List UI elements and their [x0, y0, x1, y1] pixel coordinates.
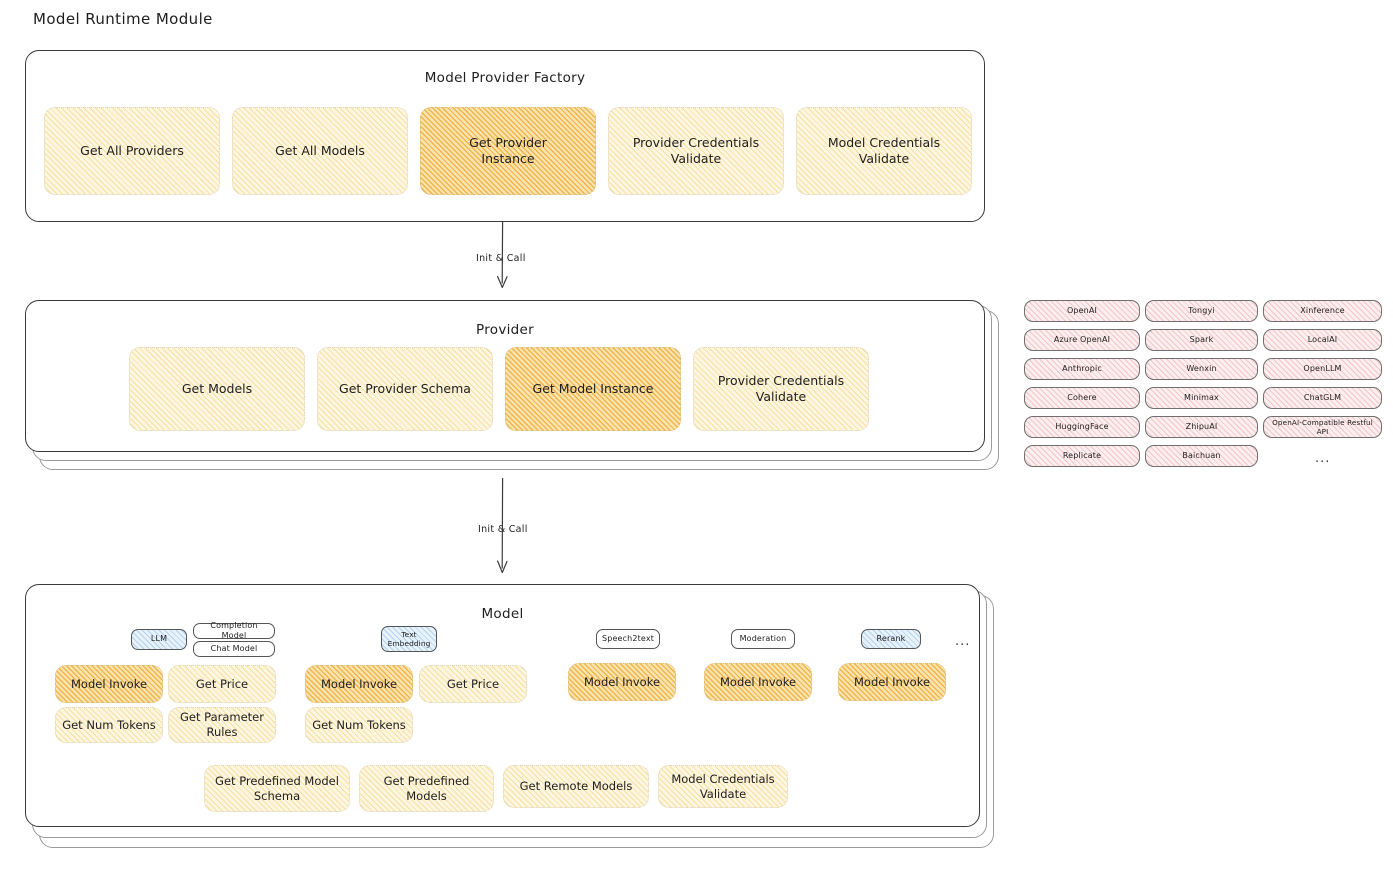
- factory-node-provider-credentials-validate[interactable]: Provider Credentials Validate: [608, 107, 784, 195]
- speech2text-method-model-invoke[interactable]: Model Invoke: [568, 663, 676, 701]
- arrow-label-init-and-call-1: Init & Call: [472, 252, 530, 265]
- model-type-chip-llm[interactable]: LLM: [131, 629, 187, 650]
- provider-node-get-provider-schema[interactable]: Get Provider Schema: [317, 347, 493, 431]
- provider-chip-openllm[interactable]: OpenLLM: [1263, 358, 1382, 380]
- llm-method-get-num-tokens[interactable]: Get Num Tokens: [55, 707, 163, 743]
- provider-chip-openai-compatible-restful-api[interactable]: OpenAI-Compatible Restful API: [1263, 416, 1382, 438]
- model-shared-model-credentials-validate[interactable]: Model Credentials Validate: [658, 765, 788, 808]
- llm-method-get-parameter-rules[interactable]: Get Parameter Rules: [168, 707, 276, 743]
- text-embedding-method-get-price[interactable]: Get Price: [419, 665, 527, 703]
- provider-card: Provider Get Models Get Provider Schema …: [25, 300, 985, 452]
- factory-node-get-all-models[interactable]: Get All Models: [232, 107, 408, 195]
- provider-chip-spark[interactable]: Spark: [1145, 329, 1258, 351]
- text-embedding-method-get-num-tokens[interactable]: Get Num Tokens: [305, 707, 413, 743]
- model-type-chip-speech2text[interactable]: Speech2text: [596, 629, 660, 649]
- llm-method-model-invoke[interactable]: Model Invoke: [55, 665, 163, 703]
- provider-chip-minimax[interactable]: Minimax: [1145, 387, 1258, 409]
- provider-list-more-ellipsis: ...: [1315, 451, 1331, 466]
- model-subtype-chip-chat-model[interactable]: Chat Model: [193, 641, 275, 657]
- model-provider-factory-title: Model Provider Factory: [424, 70, 586, 86]
- provider-chip-localai[interactable]: LocalAI: [1263, 329, 1382, 351]
- provider-node-provider-credentials-validate[interactable]: Provider Credentials Validate: [693, 347, 869, 431]
- model-type-chip-rerank[interactable]: Rerank: [861, 629, 921, 649]
- provider-chip-openai[interactable]: OpenAI: [1024, 300, 1140, 322]
- provider-chip-azure-openai[interactable]: Azure OpenAI: [1024, 329, 1140, 351]
- provider-chip-chatglm[interactable]: ChatGLM: [1263, 387, 1382, 409]
- provider-title: Provider: [476, 322, 534, 338]
- provider-chip-replicate[interactable]: Replicate: [1024, 445, 1140, 467]
- model-types-more-ellipsis: ...: [955, 634, 971, 649]
- provider-chip-huggingface[interactable]: HuggingFace: [1024, 416, 1140, 438]
- arrow-factory-to-provider: [497, 221, 508, 289]
- page-title: Model Runtime Module: [33, 10, 213, 28]
- model-type-chip-text-embedding[interactable]: Text Embedding: [381, 626, 437, 652]
- llm-method-get-price[interactable]: Get Price: [168, 665, 276, 703]
- model-provider-factory-card: Model Provider Factory Get All Providers…: [25, 50, 985, 222]
- provider-list: OpenAI Azure OpenAI Anthropic Cohere Hug…: [1024, 300, 1382, 475]
- provider-chip-baichuan[interactable]: Baichuan: [1145, 445, 1258, 467]
- provider-node-get-models[interactable]: Get Models: [129, 347, 305, 431]
- model-title: Model: [481, 606, 524, 622]
- factory-node-get-all-providers[interactable]: Get All Providers: [44, 107, 220, 195]
- provider-chip-cohere[interactable]: Cohere: [1024, 387, 1140, 409]
- provider-chip-xinference[interactable]: Xinference: [1263, 300, 1382, 322]
- provider-chip-anthropic[interactable]: Anthropic: [1024, 358, 1140, 380]
- model-shared-get-remote-models[interactable]: Get Remote Models: [503, 765, 649, 808]
- text-embedding-method-model-invoke[interactable]: Model Invoke: [305, 665, 413, 703]
- model-shared-get-predefined-model-schema[interactable]: Get Predefined Model Schema: [204, 765, 350, 812]
- provider-chip-tongyi[interactable]: Tongyi: [1145, 300, 1258, 322]
- arrow-provider-to-model: [497, 478, 508, 574]
- model-shared-get-predefined-models[interactable]: Get Predefined Models: [359, 765, 494, 812]
- provider-node-get-model-instance[interactable]: Get Model Instance: [505, 347, 681, 431]
- provider-chip-zhipuai[interactable]: ZhipuAI: [1145, 416, 1258, 438]
- provider-chip-wenxin[interactable]: Wenxin: [1145, 358, 1258, 380]
- model-type-chip-moderation[interactable]: Moderation: [731, 629, 795, 649]
- rerank-method-model-invoke[interactable]: Model Invoke: [838, 663, 946, 701]
- moderation-method-model-invoke[interactable]: Model Invoke: [704, 663, 812, 701]
- factory-node-get-provider-instance[interactable]: Get Provider Instance: [420, 107, 596, 195]
- model-subtype-chip-completion-model[interactable]: Completion Model: [193, 621, 275, 640]
- factory-node-model-credentials-validate[interactable]: Model Credentials Validate: [796, 107, 972, 195]
- model-card: Model LLM Completion Model Chat Model Mo…: [25, 584, 980, 827]
